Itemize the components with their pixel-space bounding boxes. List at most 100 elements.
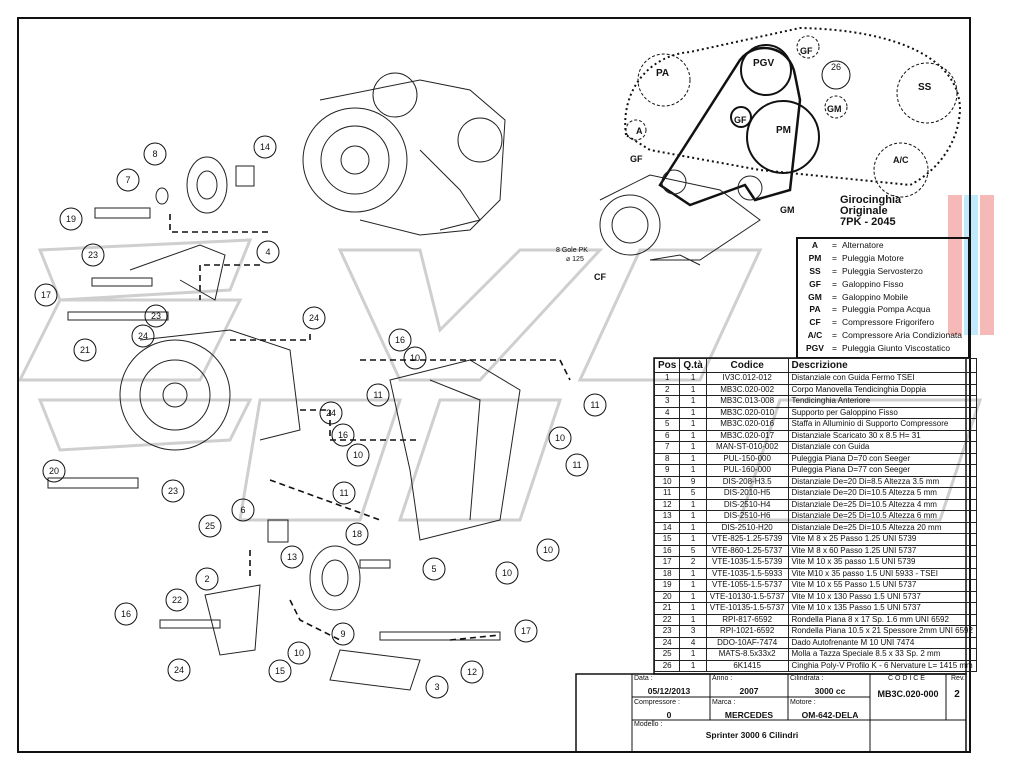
legend-eq: = bbox=[832, 253, 837, 264]
cell-codice: DIS-2010-H5 bbox=[705, 487, 789, 500]
cell-pos: 8 bbox=[653, 452, 681, 465]
balloon: 2 bbox=[195, 567, 219, 591]
svg-text:10: 10 bbox=[502, 568, 512, 578]
legend-key: GF bbox=[809, 278, 821, 289]
balloon: 24 bbox=[319, 401, 343, 425]
cell-codice: MB3C.020-017 bbox=[705, 429, 789, 442]
svg-text:16: 16 bbox=[121, 609, 131, 619]
cell-pos: 21 bbox=[653, 602, 681, 615]
svg-text:19: 19 bbox=[66, 214, 76, 224]
svg-text:11: 11 bbox=[339, 488, 348, 498]
cell-pos: 20 bbox=[653, 590, 681, 603]
svg-text:2: 2 bbox=[204, 574, 209, 584]
legend-eq: = bbox=[832, 329, 837, 340]
balloon: 15 bbox=[268, 659, 292, 683]
balloon: 6 bbox=[231, 498, 255, 522]
balloon: 17 bbox=[34, 283, 58, 307]
cell-descrizione: Distanziale De=25 Di=10.5 Altezza 4 mm bbox=[787, 498, 977, 511]
svg-text:24: 24 bbox=[174, 665, 184, 675]
balloon: 16 bbox=[331, 423, 355, 447]
balloon: 10 bbox=[287, 641, 311, 665]
cell-pos: 15 bbox=[653, 533, 681, 546]
balloon: 16 bbox=[388, 328, 412, 352]
belt-outer-dotted bbox=[624, 26, 962, 187]
cell-codice: IV3C.012-012 bbox=[705, 372, 789, 385]
pulley-label-pgv: PGV bbox=[753, 58, 774, 69]
tb-marca: MERCEDES bbox=[724, 710, 774, 720]
svg-text:5: 5 bbox=[431, 564, 436, 574]
balloon: 21 bbox=[73, 338, 97, 362]
balloon: 3 bbox=[425, 675, 449, 699]
balloon: 23 bbox=[81, 243, 105, 267]
belt-pulleys-solid bbox=[730, 44, 851, 174]
legend-eq: = bbox=[832, 342, 837, 353]
callout-gm: GM bbox=[780, 205, 795, 215]
cell-descrizione: Vite M 10 x 130 Passo 1.5 UNI 5737 bbox=[787, 590, 977, 603]
balloon: 10 bbox=[536, 538, 560, 562]
cell-qty: 1 bbox=[679, 452, 707, 465]
legend-row: GF=Galoppino Fisso bbox=[798, 277, 968, 290]
cell-codice: DIS-2510-H6 bbox=[705, 510, 789, 523]
svg-text:23: 23 bbox=[151, 311, 161, 321]
belt-title-line3: 7PK - 2045 bbox=[840, 216, 896, 228]
small-parts bbox=[47, 156, 501, 691]
cell-pos: 14 bbox=[653, 521, 681, 534]
cell-qty: 1 bbox=[679, 602, 707, 615]
cell-pos: 4 bbox=[653, 406, 681, 419]
svg-text:11: 11 bbox=[572, 460, 581, 470]
cell-codice: PUL-150-000 bbox=[705, 452, 789, 465]
legend-key: PM bbox=[808, 253, 822, 264]
cell-pos: 25 bbox=[653, 648, 681, 661]
svg-text:8: 8 bbox=[152, 149, 157, 159]
svg-text:22: 22 bbox=[172, 595, 182, 605]
balloon: 4 bbox=[256, 240, 280, 264]
cell-pos: 7 bbox=[653, 441, 681, 454]
legend-key: PGV bbox=[806, 342, 824, 353]
cf-compressor-sketch bbox=[599, 169, 763, 266]
cell-qty: 1 bbox=[679, 372, 707, 385]
svg-text:16: 16 bbox=[395, 335, 405, 345]
cell-qty: 1 bbox=[679, 567, 707, 580]
callout-gf: GF bbox=[630, 154, 643, 164]
tb-motore-label: Motore : bbox=[790, 699, 816, 706]
svg-text:10: 10 bbox=[410, 353, 420, 363]
legend-key: A bbox=[811, 240, 819, 251]
balloon: 9 bbox=[331, 622, 355, 646]
cell-descrizione: Vite M 8 x 25 Passo 1.25 UNI 5739 bbox=[787, 533, 977, 546]
pulley-label-gf-mid: GF bbox=[734, 115, 747, 125]
cell-pos: 19 bbox=[653, 579, 681, 592]
cell-codice: VTE-1035-1.5-5933 bbox=[705, 567, 789, 580]
balloon: 13 bbox=[280, 545, 304, 569]
cell-pos: 10 bbox=[653, 475, 681, 488]
cell-descrizione: Molla a Tazza Speciale 8.5 x 33 Sp. 2 mm bbox=[787, 648, 977, 661]
svg-text:10: 10 bbox=[294, 648, 304, 658]
svg-text:24: 24 bbox=[138, 331, 148, 341]
cell-pos: 3 bbox=[653, 395, 681, 408]
tb-marca-label: Marca : bbox=[712, 699, 736, 706]
cell-codice: PUL-160-000 bbox=[705, 464, 789, 477]
tb-rev: 2 bbox=[954, 689, 960, 700]
legend-row: PM=Puleggia Motore bbox=[798, 252, 968, 265]
cell-descrizione: Distanziale De=25 Di=10.5 Altezza 6 mm bbox=[787, 510, 977, 523]
cell-qty: 1 bbox=[679, 383, 707, 396]
svg-text:24: 24 bbox=[309, 313, 319, 323]
svg-text:11: 11 bbox=[590, 400, 599, 410]
svg-text:21: 21 bbox=[80, 345, 90, 355]
cell-descrizione: Distanziale con Guida Fermo TSEI bbox=[787, 372, 977, 385]
svg-text:9: 9 bbox=[340, 629, 345, 639]
cell-descrizione: Distanziale De=25 Di=10.5 Altezza 20 mm bbox=[787, 521, 977, 534]
cell-codice: VTE-10135-1.5-5737 bbox=[705, 602, 789, 615]
balloon: 23 bbox=[144, 304, 168, 328]
balloon: 11 bbox=[366, 383, 390, 407]
tb-comp-label: Compressore : bbox=[634, 699, 680, 706]
